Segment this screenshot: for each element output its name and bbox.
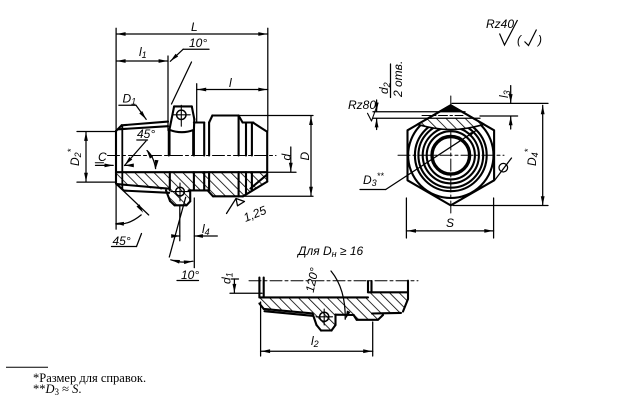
svg-text:d1: d1 — [220, 272, 235, 284]
svg-text:D3**: D3** — [363, 171, 384, 188]
svg-text:l2: l2 — [311, 334, 319, 349]
svg-text:l3: l3 — [497, 90, 512, 98]
svg-text:10°: 10° — [181, 268, 199, 282]
svg-text:120°: 120° — [303, 266, 322, 293]
svg-text:D1: D1 — [123, 92, 137, 107]
svg-text:Для Dн ≥ 16: Для Dн ≥ 16 — [296, 244, 364, 259]
svg-text:**D3 ≈ S.: **D3 ≈ S. — [33, 382, 82, 397]
svg-text:Rz80: Rz80 — [348, 98, 376, 112]
svg-text:D: D — [298, 152, 312, 161]
svg-text:l: l — [229, 76, 232, 90]
svg-text:*Размер для справок.: *Размер для справок. — [33, 371, 146, 385]
svg-text:S: S — [446, 216, 454, 230]
svg-text:D4*: D4* — [523, 148, 540, 166]
svg-text:d2: d2 — [377, 82, 392, 94]
svg-text:(: ( — [517, 33, 523, 47]
svg-text:l1: l1 — [139, 45, 147, 60]
svg-text:45°: 45° — [113, 234, 131, 248]
svg-text:2 отв.: 2 отв. — [391, 61, 405, 98]
svg-text:10°: 10° — [189, 36, 207, 50]
svg-text:45°: 45° — [137, 127, 155, 141]
svg-text:L: L — [191, 20, 198, 34]
svg-text:1,25: 1,25 — [241, 203, 268, 225]
svg-text:Rz40: Rz40 — [486, 17, 514, 31]
svg-text:D2*: D2* — [66, 148, 83, 166]
svg-text:l4: l4 — [202, 222, 210, 237]
svg-text:d: d — [280, 154, 294, 161]
svg-text:C: C — [98, 150, 107, 164]
svg-text:): ) — [536, 33, 542, 47]
